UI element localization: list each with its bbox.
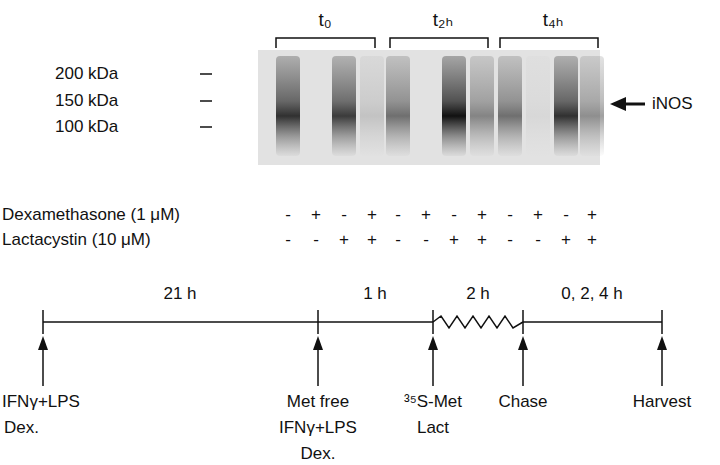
event-label: Chase (498, 392, 547, 412)
event-arrow-shaft (317, 346, 319, 386)
treatment-sign: + (587, 205, 597, 225)
event-label: IFNγ+LPS (2, 392, 80, 412)
event-arrow-head (38, 336, 48, 350)
blot-band (526, 56, 550, 156)
treatment-sign: - (507, 230, 513, 250)
treatment-sign: - (535, 230, 541, 250)
treatment-sign: + (367, 230, 377, 250)
treatment-label: Lactacystin (10 μM) (2, 230, 151, 250)
event-arrow-head (518, 336, 528, 350)
brackets (276, 38, 598, 48)
treatment-sign: + (449, 230, 459, 250)
treatment-sign: + (477, 230, 487, 250)
blot-band (360, 56, 384, 156)
size-ticks (200, 74, 212, 127)
blot-band (498, 56, 522, 156)
event-label: Harvest (633, 392, 692, 412)
blot-band (442, 56, 466, 156)
blot-band (470, 56, 494, 156)
duration-label: 1 h (363, 284, 387, 304)
treatment-sign: - (451, 205, 457, 225)
treatment-sign: + (367, 205, 377, 225)
treatment-sign: + (587, 230, 597, 250)
time-label: t₂ₕ (433, 10, 453, 30)
band-label: iNOS (652, 94, 693, 114)
time-label: t₀ (318, 10, 331, 30)
blot (258, 50, 600, 165)
treatment-sign: - (423, 230, 429, 250)
duration-label: 0, 2, 4 h (561, 284, 622, 304)
treatment-sign: - (313, 230, 319, 250)
size-marker: 100 kDa (55, 117, 118, 137)
blot-lanes (276, 56, 604, 156)
treatment-label: Dexamethasone (1 μM) (2, 205, 180, 225)
treatment-sign: - (341, 205, 347, 225)
event-arrow-head (313, 336, 323, 350)
duration-label: 21 h (163, 284, 196, 304)
event-label: Dex. (4, 418, 39, 438)
duration-label: 2 h (466, 284, 490, 304)
blot-band (554, 56, 578, 156)
event-arrow-shaft (42, 346, 44, 386)
treatment-sign: - (563, 205, 569, 225)
event-label: Met free (287, 392, 349, 412)
size-marker: 150 kDa (55, 91, 118, 111)
event-label: Lact (417, 418, 449, 438)
treatment-sign: - (395, 230, 401, 250)
time-label: t₄ₕ (543, 10, 564, 30)
treatment-sign: + (339, 230, 349, 250)
blot-band (276, 56, 300, 156)
event-arrow-head (428, 336, 438, 350)
treatment-sign: + (421, 205, 431, 225)
treatment-sign: - (395, 205, 401, 225)
treatment-sign: - (285, 205, 291, 225)
size-marker: 200 kDa (55, 64, 118, 84)
treatment-sign: - (507, 205, 513, 225)
event-arrow-shaft (522, 346, 524, 386)
blot-band (386, 56, 410, 156)
treatment-sign: + (533, 205, 543, 225)
event-arrow-shaft (661, 346, 663, 386)
blot-band (332, 56, 356, 156)
blot-band (580, 56, 604, 156)
event-label: IFNγ+LPS (279, 418, 357, 438)
event-label: ³⁵S-Met (404, 392, 462, 412)
event-label: Dex. (301, 444, 336, 464)
treatment-sign: + (561, 230, 571, 250)
inos-arrow (610, 97, 645, 111)
treatment-sign: - (285, 230, 291, 250)
event-arrow-head (657, 336, 667, 350)
timeline (43, 310, 662, 334)
event-arrows (38, 336, 667, 386)
event-arrow-shaft (432, 346, 434, 386)
treatment-sign: + (311, 205, 321, 225)
treatment-sign: + (477, 205, 487, 225)
